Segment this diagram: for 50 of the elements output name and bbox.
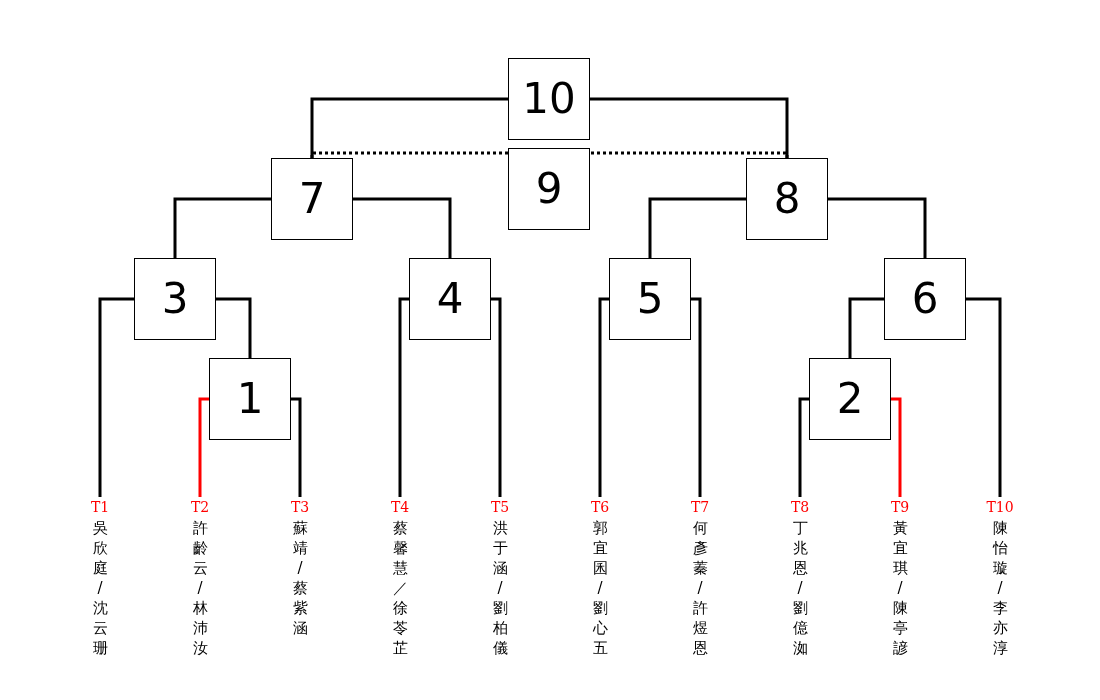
player-names: 蔡馨慧／徐苓芷 xyxy=(392,518,408,658)
bracket-line xyxy=(310,151,508,158)
bracket-line xyxy=(598,297,609,497)
match-box: 4 xyxy=(409,258,491,340)
bracket-line xyxy=(590,151,789,158)
team-code: T1 xyxy=(90,498,110,516)
bracket-line xyxy=(966,297,1002,497)
team-code: T4 xyxy=(390,498,410,516)
player-names: 何彥蓁/許煜恩 xyxy=(692,518,708,658)
bracket-line xyxy=(648,197,746,258)
team-code: T10 xyxy=(986,498,1014,516)
player-names: 洪于涵/劉柏儀 xyxy=(492,518,508,658)
bracket-line xyxy=(891,397,902,497)
bracket-line xyxy=(173,197,271,258)
player-names: 蘇靖/蔡紫涵 xyxy=(292,518,308,638)
bracket-line xyxy=(98,297,134,497)
player-names: 黃宜琪/陳亭諺 xyxy=(892,518,908,658)
bracket-line xyxy=(353,197,452,258)
team-code: T5 xyxy=(490,498,510,516)
match-box: 2 xyxy=(809,358,891,440)
bracket-line xyxy=(491,297,502,497)
bracket-line xyxy=(398,297,409,497)
match-box: 6 xyxy=(884,258,966,340)
match-box: 3 xyxy=(134,258,216,340)
player-names: 陳怡璇/李亦淳 xyxy=(992,518,1008,658)
team-code: T7 xyxy=(690,498,710,516)
team-code: T2 xyxy=(190,498,210,516)
team-code: T6 xyxy=(590,498,610,516)
player-names: 丁兆恩/劉億洳 xyxy=(792,518,808,658)
team-code: T9 xyxy=(890,498,910,516)
team-code: T8 xyxy=(790,498,810,516)
bracket-line xyxy=(198,397,209,497)
match-box: 8 xyxy=(746,158,828,240)
bracket-line xyxy=(291,397,302,497)
player-names: 許齡云/林沛汝 xyxy=(192,518,208,658)
bracket-line xyxy=(691,297,702,497)
bracket-line xyxy=(848,297,884,358)
bracket-line xyxy=(310,97,508,158)
player-names: 郭宜囷/劉心五 xyxy=(592,518,608,658)
match-box: 1 xyxy=(209,358,291,440)
bracket-line xyxy=(828,197,927,258)
team-code: T3 xyxy=(290,498,310,516)
match-box: 7 xyxy=(271,158,353,240)
match-box: 5 xyxy=(609,258,691,340)
player-names: 吳欣庭/沈云珊 xyxy=(92,518,108,658)
bracket-line xyxy=(590,97,789,158)
match-box: 10 xyxy=(508,58,590,140)
bracket-line xyxy=(798,397,809,497)
bracket-line xyxy=(216,297,252,358)
match-box: 9 xyxy=(508,148,590,230)
